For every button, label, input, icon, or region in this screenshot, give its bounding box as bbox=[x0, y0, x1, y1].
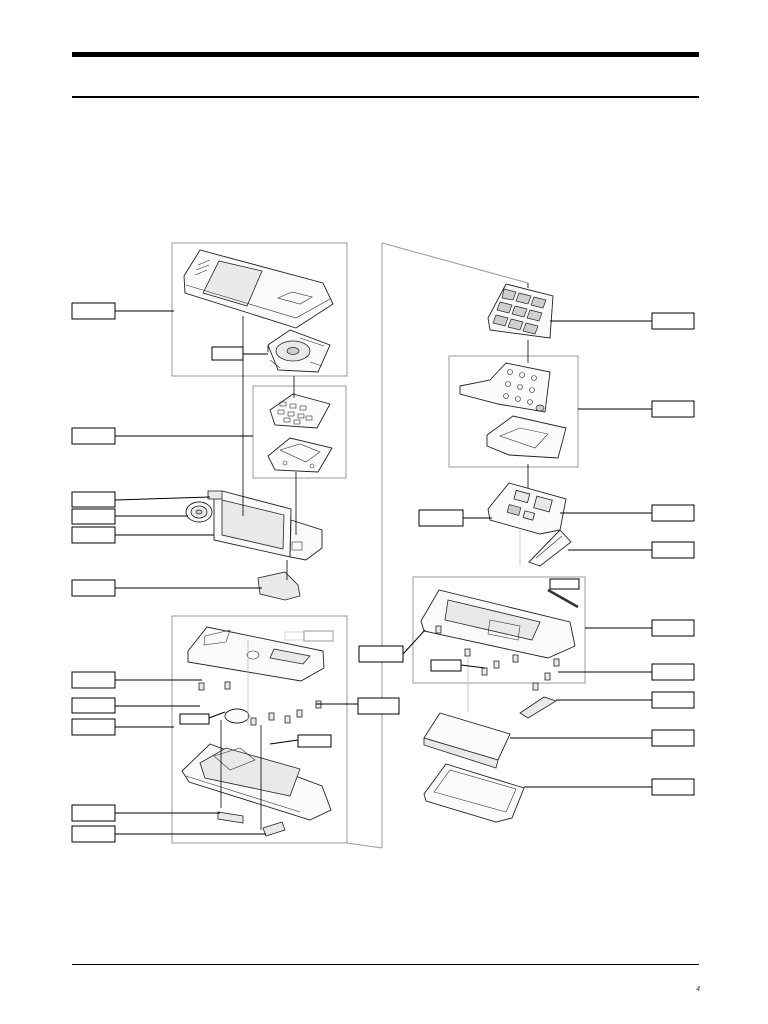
callout-boxes-left bbox=[71, 302, 400, 843]
callout-box-connector bbox=[549, 578, 580, 590]
header-rule-thin bbox=[72, 96, 699, 98]
callout-box-bottom-cap bbox=[651, 691, 695, 709]
frame-front-cover bbox=[171, 242, 348, 377]
callout-box-speaker bbox=[71, 508, 116, 525]
screw-set-part bbox=[198, 681, 322, 726]
callout-box-pcb-screw bbox=[418, 509, 464, 527]
callout-box-rear-case bbox=[651, 619, 695, 637]
nav-keypad-part bbox=[267, 329, 331, 373]
jack-cover-part bbox=[262, 821, 286, 837]
frame-slide-assembly bbox=[171, 615, 348, 844]
speaker-part bbox=[185, 490, 223, 523]
callout-box-slide-label bbox=[303, 630, 334, 642]
callout-box-screw bbox=[71, 697, 116, 714]
front-cover-part bbox=[183, 249, 334, 329]
battery-part bbox=[423, 712, 511, 769]
front-slide-case-part bbox=[181, 743, 332, 821]
frame-rear-case bbox=[412, 576, 586, 684]
main-pcb-part bbox=[487, 482, 567, 535]
keypad-bracket-part bbox=[486, 415, 567, 459]
callout-box-motor bbox=[297, 734, 332, 748]
callout-box-battery bbox=[651, 729, 695, 747]
camera-flex-part bbox=[257, 571, 301, 601]
callout-box-side-key bbox=[71, 804, 116, 822]
callout-box-front-case bbox=[71, 718, 116, 736]
callout-leaders bbox=[114, 310, 652, 835]
callout-box-nav-key bbox=[211, 346, 244, 361]
callout-box-screw-set bbox=[357, 697, 400, 715]
rear-case-part bbox=[420, 588, 579, 659]
slide-plate-part bbox=[187, 626, 326, 682]
frame-keypad-pcb bbox=[252, 385, 347, 479]
header-rule-thick bbox=[72, 52, 699, 57]
keypad-membrane-part bbox=[269, 393, 331, 429]
pcb-bracket-part bbox=[267, 437, 333, 473]
callout-box-camera bbox=[71, 579, 116, 597]
callout-box-keypad-bracket bbox=[651, 400, 695, 418]
keypad-flex-part bbox=[459, 362, 551, 413]
callout-box-battery-cover bbox=[651, 778, 695, 796]
lcd-module-part bbox=[213, 490, 323, 561]
callout-box-rear-screw bbox=[358, 645, 404, 663]
callout-box-slide-plate bbox=[71, 671, 116, 689]
callout-box-lcd bbox=[71, 526, 116, 544]
bottom-cap-part bbox=[519, 696, 557, 719]
callout-box-receiver bbox=[71, 491, 116, 508]
callout-box-main-keypad bbox=[651, 312, 695, 330]
callout-box-main-pcb bbox=[651, 504, 695, 522]
callout-box-screw-cap bbox=[430, 659, 462, 672]
callout-box-antenna bbox=[651, 541, 695, 559]
footer-rule bbox=[72, 964, 699, 965]
callout-box-small-screw bbox=[179, 713, 210, 725]
main-keypad-part bbox=[487, 283, 554, 339]
callout-box-keypad-pcb bbox=[71, 427, 116, 445]
callout-box-jack-cover bbox=[71, 825, 116, 843]
side-key-part bbox=[217, 811, 244, 824]
antenna-part bbox=[528, 529, 572, 567]
rear-screws-part bbox=[435, 625, 560, 691]
frame-keypad-bracket bbox=[448, 355, 579, 468]
column-divider bbox=[346, 242, 529, 849]
callout-boxes-right bbox=[358, 312, 695, 796]
battery-cover-part bbox=[423, 763, 525, 823]
assembly-guide-lines bbox=[220, 283, 529, 830]
page-number: 4 bbox=[696, 986, 700, 993]
callout-box-screw-set-rear bbox=[651, 663, 695, 681]
vibrator-motor-part bbox=[224, 708, 250, 724]
callout-box-front-cover bbox=[71, 302, 116, 320]
